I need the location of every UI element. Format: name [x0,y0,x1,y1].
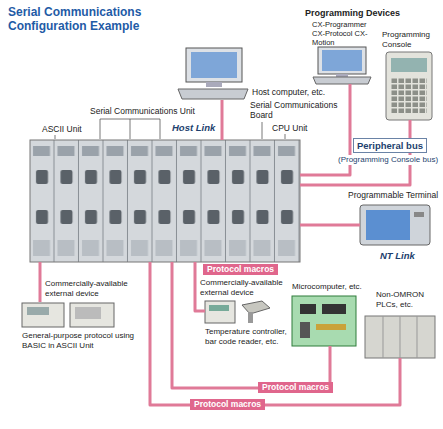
microcomputer: Microcomputer, etc. [292,296,356,346]
link-label: Peripheral bus [353,138,427,153]
node-label: Serial Communications Unit [90,106,215,116]
host-computer: Host computer, etc. [176,48,250,100]
plc-rack: ASCII UnitSerial Communications UnitSeri… [30,140,300,262]
node-label: Commercially-available external device [200,278,295,297]
non-omron-plc [365,316,435,358]
diagram-title: Serial Communications Configuration Exam… [8,5,168,33]
microcomputer [292,296,356,346]
node-label: Microcomputer, etc. [292,282,374,292]
temperature-controller: Commercially-available external deviceTe… [205,300,271,324]
node-label: CPU Unit [272,123,312,133]
leader-lines [55,119,285,139]
non-omron-plc: Non-OMRON PLCs, etc. [365,316,435,358]
link-label: NT Link [378,250,417,261]
serial-link [172,262,330,388]
protocol-badge: Protocol macros [203,264,278,275]
node-label: Programmable Terminal [348,190,440,200]
serial-link [150,262,400,405]
programming-pc [313,47,371,84]
node-label: Temperature controller, bar code reader,… [205,327,293,346]
protocol-badge: Protocol macros [190,399,265,410]
host-computer [178,48,248,99]
external-device: Commercially-available external deviceGe… [22,302,114,328]
external-device [22,303,114,327]
programming-console: Programming Console [386,52,432,120]
temperature-controller [205,301,270,323]
node-label: ASCII Unit [42,124,92,134]
link-label: Host Link [170,122,217,133]
serial-link [221,100,224,140]
protocol-badge: Protocol macros [258,382,333,393]
serial-link [300,224,360,227]
node-label: CX-Programmer CX-Protocol CX-Motion [312,20,374,47]
plc-rack [30,140,300,262]
bus-note: (Programming Console bus) [338,155,438,165]
programmable-terminal [360,205,430,245]
node-label: Non-OMRON PLCs, etc. [376,290,442,309]
programming-devices: Programming DevicesCX-Programmer CX-Prot… [312,47,372,84]
serial-link [39,262,42,302]
node-label: General-purpose protocol using BASIC in … [22,331,142,350]
node-label: Commercially-available external device [45,279,145,298]
node-label: Programming Devices [305,8,415,19]
node-label: Serial Communications Board [250,100,342,120]
programming-console [386,52,432,120]
node-label: Programming Console [382,30,438,49]
programmable-terminal: Programmable Terminal [360,205,430,245]
node-label: Host computer, etc. [252,87,342,97]
